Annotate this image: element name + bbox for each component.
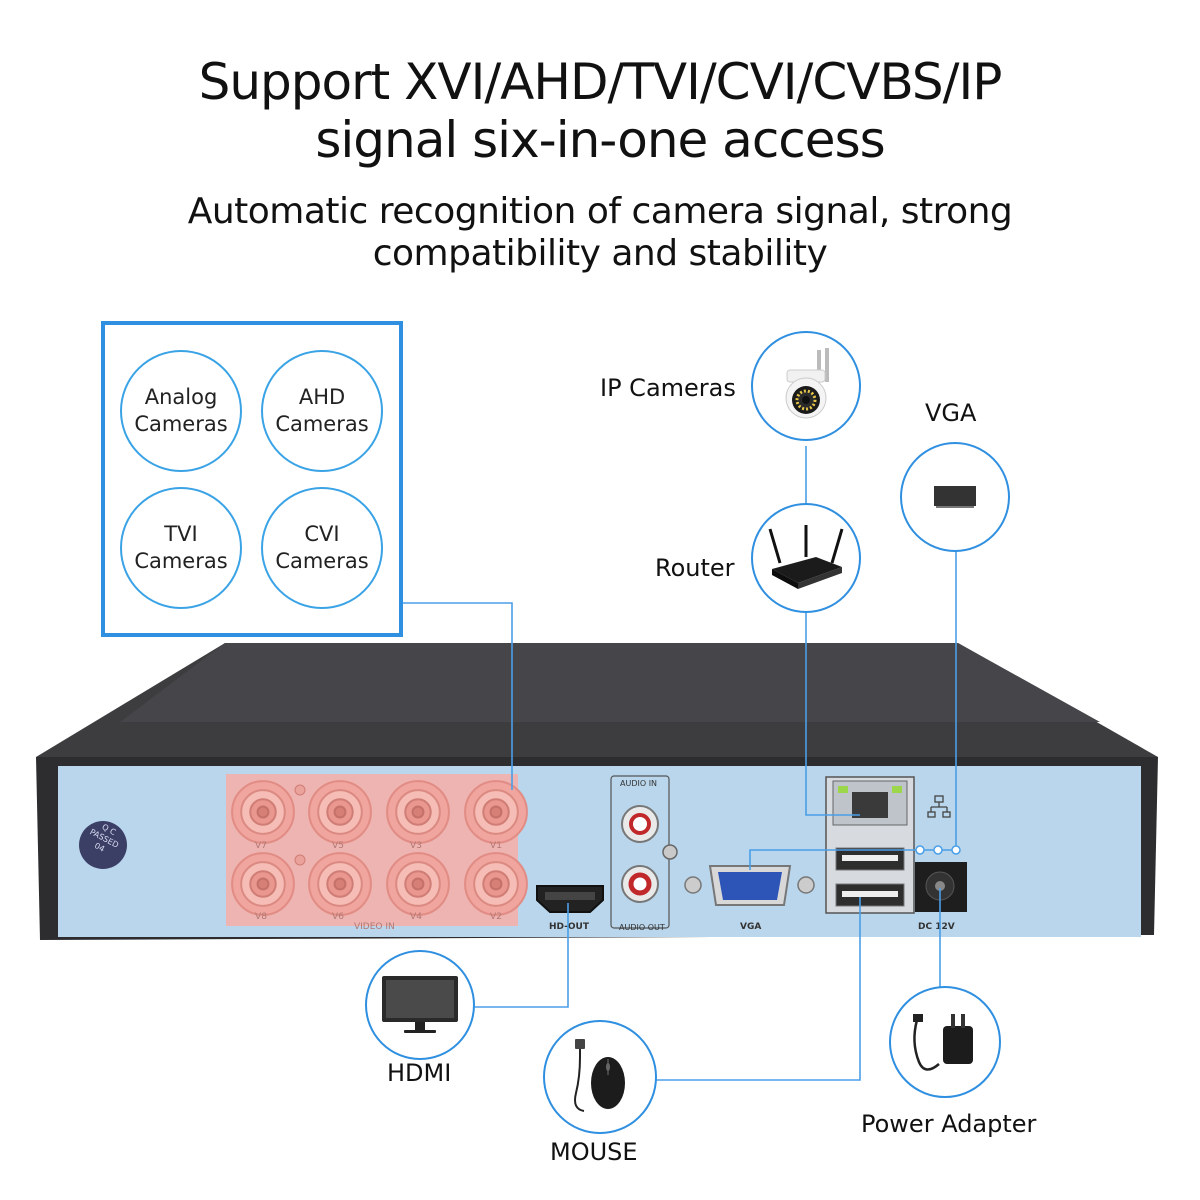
camera-type-ahd: AHD Cameras	[261, 350, 383, 472]
hdmi-label: HDMI	[387, 1059, 452, 1087]
power-adapter-circle	[889, 986, 1001, 1098]
dc-label: DC 12V	[918, 922, 955, 932]
bnc-channel-label: V8	[255, 912, 267, 922]
qc-sticker	[79, 821, 127, 869]
bnc-channel-label: V1	[490, 841, 502, 851]
camera-type-line2: Cameras	[275, 549, 369, 573]
vga-label: VGA	[925, 399, 977, 427]
camera-type-analog: Analog Cameras	[120, 350, 242, 472]
ip-cameras-label: IP Cameras	[600, 374, 736, 402]
audio-in-label: AUDIO IN	[620, 779, 658, 788]
bnc-channel-label: V3	[410, 841, 422, 851]
monitor-icon	[934, 486, 976, 508]
bnc-connector	[231, 852, 295, 916]
video-in-label: VIDEO IN	[354, 922, 395, 932]
bnc-connector	[308, 780, 372, 844]
bnc-channel-label: V7	[255, 841, 267, 851]
bnc-connector	[464, 852, 528, 916]
mouse-icon	[574, 1039, 625, 1112]
title-line-2: signal six-in-one access	[315, 111, 885, 169]
router-circle	[751, 503, 861, 613]
title-line-1: Support XVI/AHD/TVI/CVI/CVBS/IP	[198, 53, 1003, 111]
audio-out-label: AUDIO OUT	[619, 923, 665, 932]
mouse-label: MOUSE	[550, 1138, 638, 1166]
camera-type-line2: Cameras	[134, 549, 228, 573]
camera-type-line1: AHD	[298, 385, 346, 409]
bnc-screw	[294, 854, 306, 866]
subtitle-line-1: Automatic recognition of camera signal, …	[187, 191, 1013, 232]
mouse-circle	[543, 1020, 657, 1134]
vga-monitor-circle	[900, 442, 1010, 552]
router-label: Router	[655, 554, 735, 582]
bnc-channel-label: V4	[410, 912, 422, 922]
ip-camera-icon	[785, 348, 829, 419]
bnc-channel-label: V5	[332, 841, 344, 851]
vga-port-label: VGA	[740, 922, 762, 932]
camera-type-line2: Cameras	[134, 412, 228, 436]
subtitle-line-2: compatibility and stability	[372, 233, 828, 274]
bnc-channel-label: V2	[490, 912, 502, 922]
bnc-connector	[308, 852, 372, 916]
camera-type-line2: Cameras	[275, 412, 369, 436]
bnc-connector	[386, 852, 450, 916]
power-adapter-label: Power Adapter	[861, 1110, 1037, 1138]
bnc-connector	[231, 780, 295, 844]
camera-type-tvi: TVI Cameras	[120, 487, 242, 609]
bnc-connector	[464, 780, 528, 844]
camera-type-cvi: CVI Cameras	[261, 487, 383, 609]
hdmi-monitor-circle	[365, 950, 475, 1060]
camera-type-line1: TVI	[164, 522, 198, 546]
bnc-connector	[386, 780, 450, 844]
camera-type-line1: CVI	[304, 522, 340, 546]
power-adapter-icon	[913, 1014, 973, 1071]
router-icon	[768, 525, 844, 589]
bnc-screw	[294, 784, 306, 796]
ip-camera-circle	[751, 331, 861, 441]
hdmi-monitor-icon	[382, 976, 458, 1033]
camera-type-line1: Analog	[144, 385, 218, 409]
bnc-channel-label: V6	[332, 912, 344, 922]
hd-out-label: HD-OUT	[549, 922, 590, 932]
